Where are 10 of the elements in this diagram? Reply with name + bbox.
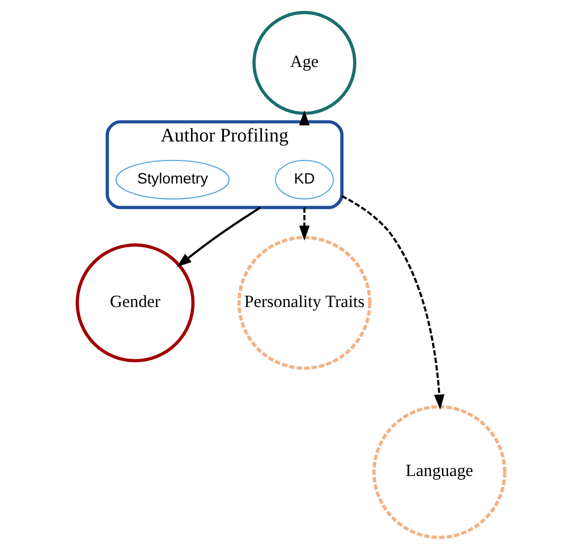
node-circle: Gender: [75, 243, 194, 362]
node-circle: Age: [252, 10, 356, 115]
node-circle: Language: [372, 405, 506, 540]
node-ellipse: Stylometry: [115, 160, 230, 200]
arrow: [176, 206, 260, 268]
node-ellipse: KD: [274, 160, 334, 200]
arrow: [298, 110, 310, 126]
arrow: [298, 208, 310, 241]
node-circle: Personality Traits: [236, 236, 371, 370]
arrow: [340, 195, 444, 410]
